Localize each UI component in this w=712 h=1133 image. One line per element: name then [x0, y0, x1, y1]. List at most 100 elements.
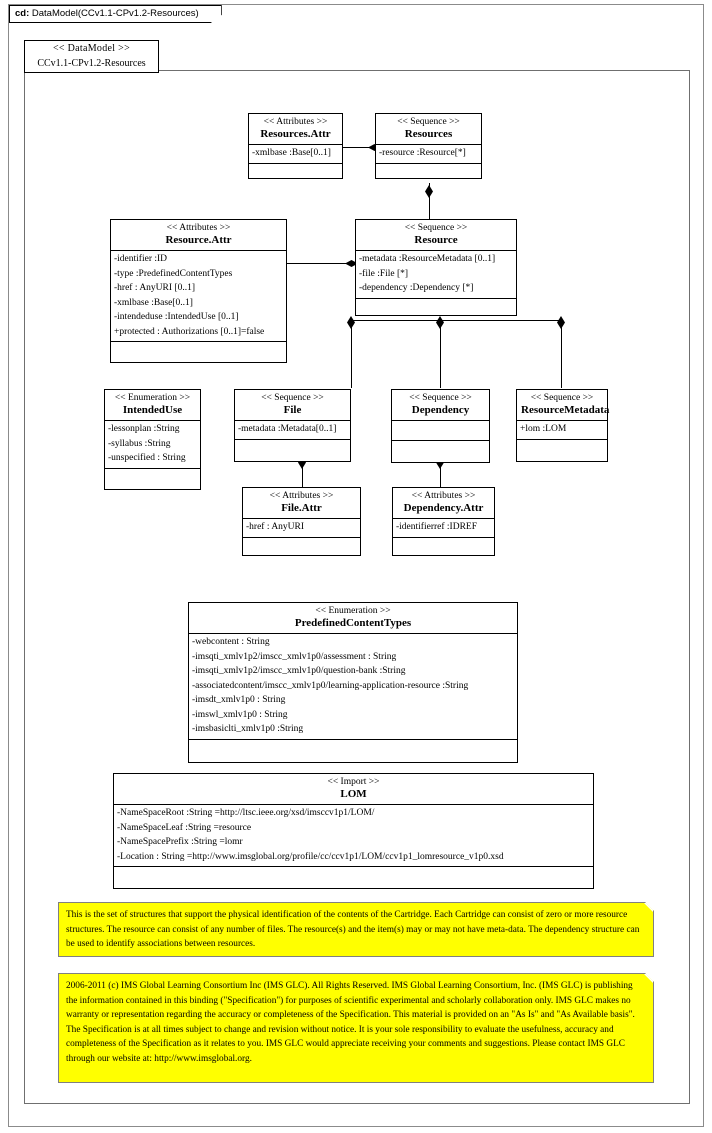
attribute-row: -dependency :Dependency [*] — [359, 283, 474, 293]
package-stereotype: << DataModel >> — [52, 43, 131, 54]
class-operations — [392, 441, 489, 462]
note-copyright: 2006-2011 (c) IMS Global Learning Consor… — [58, 973, 654, 1083]
class-header: << Attributes >> Resource.Attr — [111, 220, 286, 251]
attribute-row: -NameSpaceLeaf :String =resource — [117, 822, 252, 833]
aggregation-diamond-dependency — [436, 316, 444, 329]
connector-file-fileattr — [302, 456, 303, 487]
class-stereotype: << Sequence >> — [409, 393, 472, 403]
class-header: << Attributes >> Resources.Attr — [249, 114, 342, 145]
class-header: << Import >> LOM — [114, 774, 593, 805]
class-header: << Enumeration >> IntendedUse — [105, 390, 200, 421]
note-description: This is the set of structures that suppo… — [58, 902, 654, 957]
class-operations — [111, 342, 286, 362]
attribute-row: -lessonplan :String — [108, 424, 180, 434]
note-description-text: This is the set of structures that suppo… — [66, 910, 640, 950]
connector-resource-dependency — [440, 320, 441, 388]
class-resource[interactable]: << Sequence >> Resource -metadata :Resou… — [355, 219, 517, 316]
class-header: << Enumeration >> PredefinedContentTypes — [189, 603, 517, 634]
class-name: Dependency — [411, 404, 470, 416]
note-fold-corner — [644, 903, 653, 912]
class-stereotype: << Attributes >> — [411, 491, 476, 501]
class-operations — [189, 740, 517, 762]
class-resources-attr[interactable]: << Attributes >> Resources.Attr -xmlbase… — [248, 113, 343, 179]
class-name: File — [283, 404, 302, 416]
class-dependency[interactable]: << Sequence >> Dependency — [391, 389, 490, 463]
class-stereotype: << Enumeration >> — [315, 606, 391, 616]
class-operations — [114, 867, 593, 888]
attribute-row: +protected : Authorizations [0..1]=false — [114, 326, 265, 337]
connector-resource-file — [351, 320, 352, 388]
connector-resourcesattr-resources — [343, 147, 375, 148]
class-operations — [105, 469, 200, 489]
class-operations — [393, 538, 494, 555]
attribute-row: -syllabus :String — [108, 438, 171, 449]
class-name: Dependency.Attr — [403, 502, 484, 514]
class-attributes: -lessonplan :String -syllabus :String -u… — [105, 421, 200, 469]
connector-resource-resourcemetadata — [561, 320, 562, 388]
attribute-row: -metadata :Metadata[0..1] — [238, 424, 337, 434]
class-header: << Attributes >> File.Attr — [243, 488, 360, 519]
attribute-row: -href : AnyURI [0..1] — [114, 283, 195, 293]
class-file-attr[interactable]: << Attributes >> File.Attr -href : AnyUR… — [242, 487, 361, 556]
connector-resources-resource — [429, 183, 430, 219]
note-fold-corner — [644, 974, 653, 983]
attribute-row: -imswl_xmlv1p0 : String — [192, 709, 288, 720]
class-file[interactable]: << Sequence >> File -metadata :Metadata[… — [234, 389, 351, 462]
attribute-row: -xmlbase :Base[0..1] — [114, 297, 193, 308]
attribute-row: -resource :Resource[*] — [379, 148, 466, 158]
attribute-row: -NameSpacePrefix :String =lomr — [117, 837, 243, 847]
attribute-row: -imsqti_xmlv1p2/imscc_xmlv1p0/question-b… — [192, 666, 406, 676]
attribute-row: -metadata :ResourceMetadata [0..1] — [359, 254, 496, 264]
attribute-row: -Location : String =http://www.imsglobal… — [117, 851, 504, 862]
class-resourcemetadata[interactable]: << Sequence >> ResourceMetadata +lom :LO… — [516, 389, 610, 462]
class-operations — [235, 440, 350, 461]
aggregation-diamond-resource-top — [425, 185, 433, 198]
class-attributes: -metadata :Metadata[0..1] — [235, 421, 350, 440]
class-resources[interactable]: << Sequence >> Resources -resource :Reso… — [375, 113, 482, 179]
class-attributes: -identifierref :IDREF — [393, 519, 494, 538]
diagram-frame — [8, 4, 704, 1127]
class-operations — [376, 164, 481, 178]
package-name: CCv1.1-CPv1.2-Resources — [37, 58, 146, 69]
class-header: << Sequence >> Dependency — [392, 390, 489, 421]
class-name: ResourceMetadata — [521, 404, 610, 416]
diagram-frame-label-prefix: cd: — [15, 8, 30, 19]
class-resource-attr[interactable]: << Attributes >> Resource.Attr -identifi… — [110, 219, 287, 363]
class-stereotype: << Attributes >> — [166, 223, 231, 233]
class-operations — [517, 440, 607, 461]
class-name: File.Attr — [281, 502, 322, 514]
class-operations — [243, 538, 360, 555]
class-header: << Sequence >> ResourceMetadata — [517, 390, 610, 421]
class-name: Resources — [404, 128, 453, 140]
attribute-row: -webcontent : String — [192, 637, 270, 647]
connector-resourceattr-resource — [287, 263, 355, 264]
class-name: Resource.Attr — [165, 234, 232, 246]
class-predefinedcontenttypes[interactable]: << Enumeration >> PredefinedContentTypes… — [188, 602, 518, 763]
class-name: LOM — [340, 788, 367, 800]
class-stereotype: << Import >> — [327, 777, 380, 787]
attribute-row: -associatedcontent/imscc_xmlv1p0/learnin… — [192, 680, 469, 691]
class-attributes: -identifier :ID -type :PredefinedContent… — [111, 251, 286, 342]
attribute-row: +lom :LOM — [520, 424, 567, 434]
diagram-frame-label: cd: DataModel(CCv1.1-CPv1.2-Resources) — [9, 5, 222, 23]
aggregation-diamond-resource-left — [345, 260, 358, 267]
attribute-row: -href : AnyURI — [246, 522, 305, 532]
class-attributes: -xmlbase :Base[0..1] — [249, 145, 342, 164]
aggregation-diamond-file — [347, 316, 355, 329]
connector-resource-bus — [351, 320, 562, 321]
class-stereotype: << Sequence >> — [404, 223, 468, 233]
attribute-row: -xmlbase :Base[0..1] — [252, 148, 331, 158]
class-lom[interactable]: << Import >> LOM -NameSpaceRoot :String … — [113, 773, 594, 889]
class-intendeduse[interactable]: << Enumeration >> IntendedUse -lessonpla… — [104, 389, 201, 490]
attribute-row: -unspecified : String — [108, 453, 186, 463]
class-header: << Sequence >> Resource — [356, 220, 516, 251]
class-header: << Attributes >> Dependency.Attr — [393, 488, 494, 519]
class-dependency-attr[interactable]: << Attributes >> Dependency.Attr -identi… — [392, 487, 495, 556]
attribute-row: -intendeduse :IntendedUse [0..1] — [114, 312, 239, 322]
class-attributes: -resource :Resource[*] — [376, 145, 481, 164]
class-attributes: +lom :LOM — [517, 421, 607, 440]
attribute-row: -NameSpaceRoot :String =http://ltsc.ieee… — [117, 808, 375, 818]
class-stereotype: << Sequence >> — [530, 393, 594, 403]
attribute-row: -imsqti_xmlv1p2/imscc_xmlv1p0/assessment… — [192, 651, 397, 662]
attribute-row: -file :File [*] — [359, 268, 409, 279]
